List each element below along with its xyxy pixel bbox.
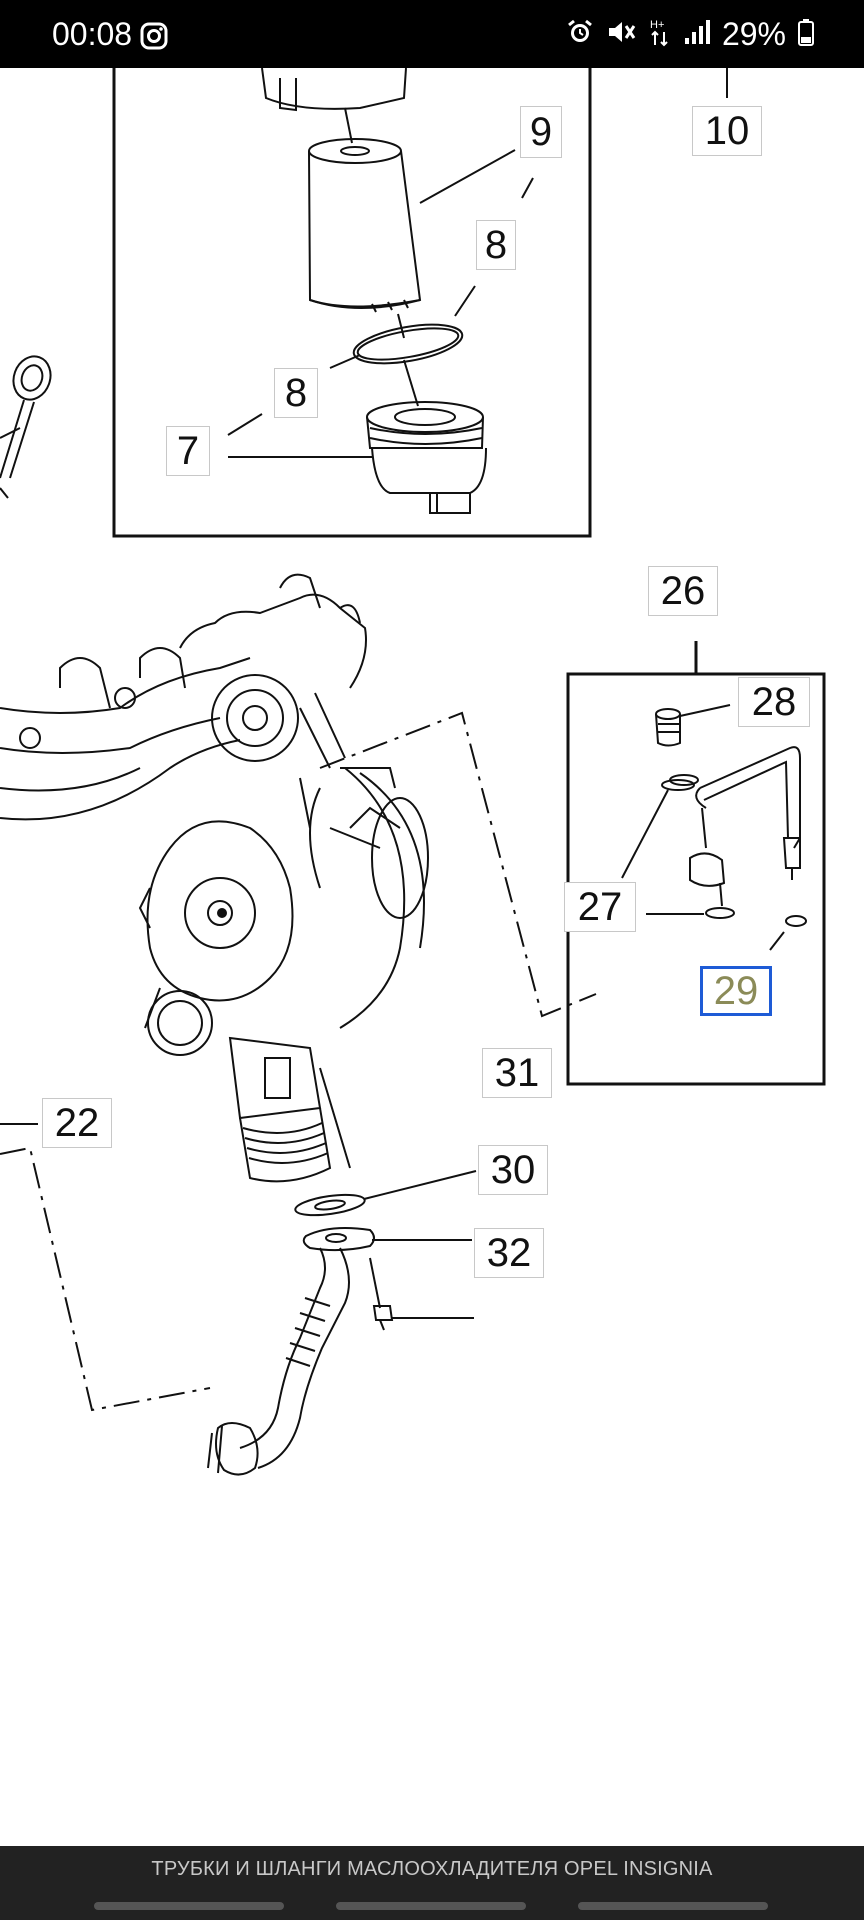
callout-part-8-lower[interactable]: 8 [274,368,318,418]
turbocharger-assembly [0,573,429,1183]
status-icons: H+ 29% [566,14,814,54]
parts-diagram[interactable]: 7 8 8 9 10 22 26 27 28 29 30 31 32 [0,68,864,1846]
callout-part-32[interactable]: 32 [474,1228,544,1278]
nav-handle-right[interactable] [578,1902,768,1910]
callout-part-7[interactable]: 7 [166,426,210,476]
washer-27a [669,774,699,786]
callout-part-9[interactable]: 9 [520,106,562,158]
nav-handle-center[interactable] [336,1902,526,1910]
callout-part-30[interactable]: 30 [478,1145,548,1195]
callout-part-10[interactable]: 10 [692,106,762,156]
battery-percentage: 29% [721,16,786,52]
callout-part-8-upper[interactable]: 8 [476,220,516,270]
banjo-bolt-28 [655,708,681,747]
status-time: 00:08 [52,16,133,52]
nav-handle-left[interactable] [94,1902,284,1910]
diagram-caption: ТРУБКИ И ШЛАНГИ МАСЛООХЛАДИТЕЛЯ OPEL INS… [151,1858,713,1880]
callout-part-29-selected[interactable]: 29 [700,966,772,1016]
signal-icon [684,18,710,51]
bottom-caption-bar: ТРУБКИ И ШЛАНГИ МАСЛООХЛАДИТЕЛЯ OPEL INS… [0,1846,864,1920]
callout-part-26[interactable]: 26 [648,566,718,616]
flange-30 [302,1227,375,1252]
instagram-icon [140,22,168,55]
status-bar: 00:08 H+ 29% [0,0,864,68]
oil-filter-element [308,138,422,313]
washer-29 [785,915,807,927]
oil-filter-cap [366,401,487,514]
mute-icon [606,18,636,51]
alarm-icon [566,18,594,51]
oil-feed-pipe-detail-frame [566,672,826,1086]
oil-filter-detail-frame [112,68,592,538]
callout-part-27[interactable]: 27 [564,882,636,932]
dipstick-handle [0,355,52,479]
gasket-31 [294,1193,366,1217]
o-ring-seal [352,323,464,365]
callout-part-28[interactable]: 28 [738,677,810,727]
svg-text:H+: H+ [650,19,664,31]
callout-part-22[interactable]: 22 [42,1098,112,1148]
bolt-32 [369,1257,394,1331]
detail-dashed-frame [319,711,597,1018]
callout-part-31[interactable]: 31 [482,1048,552,1098]
washer-27b [705,907,735,919]
oil-filter-housing-top [261,68,407,110]
battery-icon [798,18,814,51]
hplus-data-icon: H+ [648,17,672,52]
parts-diagram-drawing [0,68,826,1476]
oil-feed-pipe-29 [661,746,801,887]
oil-return-hose [207,1247,350,1476]
